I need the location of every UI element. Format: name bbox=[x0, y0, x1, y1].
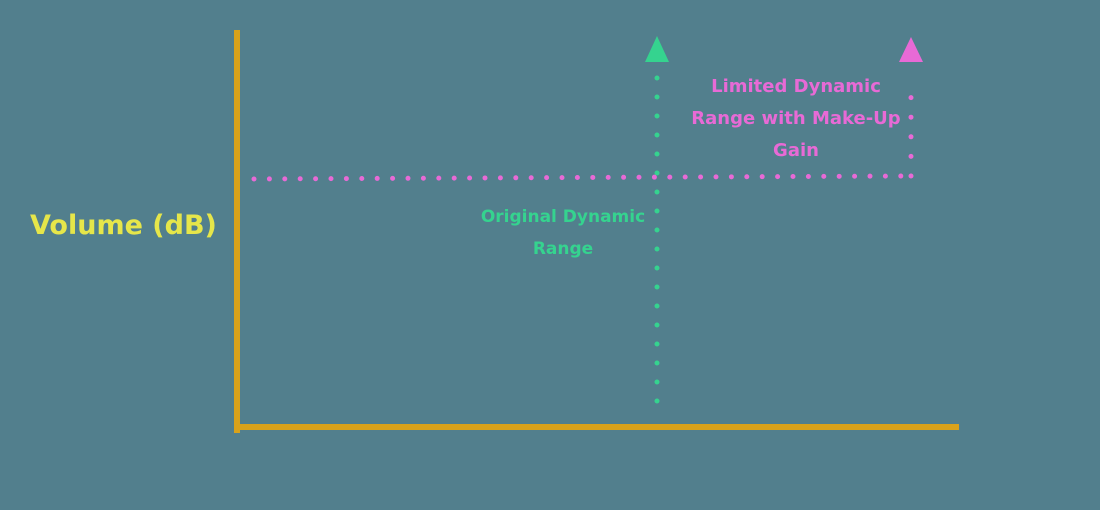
limited-range-label-line: Gain bbox=[773, 140, 819, 161]
original-range-arrowhead bbox=[645, 36, 669, 62]
original-range-label-line: Original Dynamic bbox=[480, 207, 646, 227]
limited-range-label-line: Limited Dynamic bbox=[711, 76, 881, 97]
y-axis-label: Volume (dB) bbox=[30, 210, 217, 241]
limited-range-label-line: Range with Make-Up bbox=[691, 108, 901, 129]
limited-dynamic-range-label: Limited Dynamic Range with Make-Up Gain bbox=[680, 71, 912, 167]
original-dynamic-range-label: Original Dynamic Range bbox=[468, 201, 658, 265]
limited-range-arrowhead bbox=[899, 37, 923, 62]
original-range-label-line: Range bbox=[532, 239, 594, 259]
limited-range-dotted-horizontal-line bbox=[251, 173, 914, 182]
